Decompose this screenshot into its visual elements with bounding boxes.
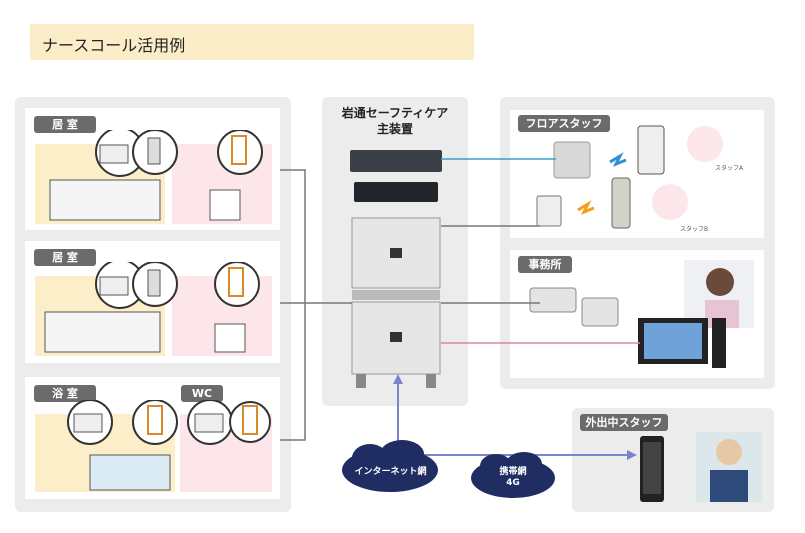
main-unit-title-1: 岩通セーフティケア: [341, 106, 449, 120]
room-illustration-1: [35, 130, 272, 224]
page-title: ナースコール活用例: [42, 36, 186, 55]
mobile-label-1: 携帯網: [499, 467, 527, 477]
mobile-cloud-icon: [471, 452, 555, 498]
internet-label: インターネット網: [354, 467, 427, 477]
office-devices: [529, 260, 754, 368]
outside-tag: 外出中スタッフ: [580, 414, 668, 431]
main-unit-equipment: [350, 150, 442, 388]
mobile-label-2: 4G: [506, 478, 520, 488]
room-tag-1: 居 室: [34, 116, 96, 133]
room-tag-2: 居 室: [34, 249, 96, 266]
internet-cloud-icon: [342, 440, 438, 492]
room-tag-bath: 浴 室: [34, 385, 96, 402]
room-illustration-2: [35, 262, 272, 356]
outside-devices: [640, 432, 762, 502]
title-banner: [30, 24, 474, 60]
office-tag: 事務所: [518, 256, 572, 273]
room-illustration-3: [35, 400, 272, 492]
main-unit-title-2: 主装置: [376, 122, 413, 136]
staff-a-label: スタッフA: [715, 165, 744, 172]
floor-staff-devices: [536, 125, 723, 229]
room-tag-wc: WC: [181, 385, 223, 402]
staff-b-label: スタッフB: [680, 226, 709, 233]
floor-staff-tag: フロアスタッフ: [518, 115, 610, 132]
